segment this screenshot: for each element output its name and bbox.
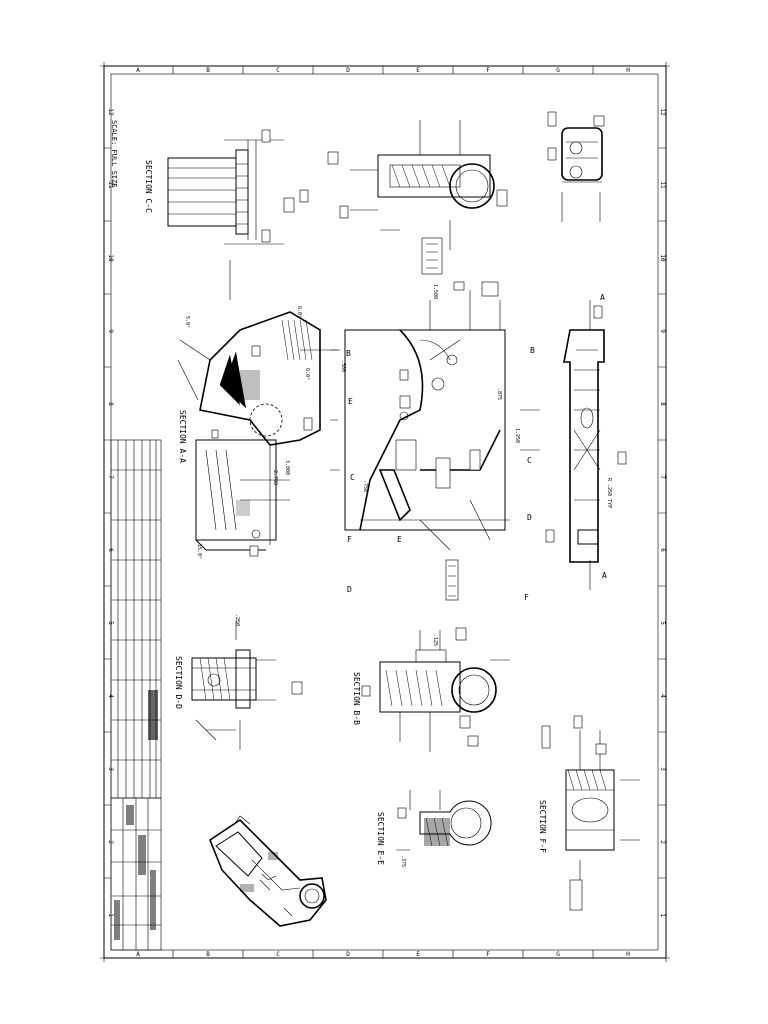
zone-number: 5: [659, 621, 666, 625]
section-ff-view: [541, 715, 640, 911]
zone-numbers-right: 12 11 10 9 8 7 6 5 4 3 2 1: [659, 108, 666, 917]
dim-text: 1.500: [432, 284, 438, 299]
dim-text: 6.0°: [304, 368, 310, 380]
callout-b-left: B: [346, 349, 351, 358]
section-ff-label: SECTION F-F: [538, 800, 547, 853]
zone-number: 9: [659, 329, 666, 333]
section-aa-view: [177, 260, 340, 557]
zone-number: 4: [107, 694, 114, 698]
zone-letter: C: [276, 67, 280, 74]
zone-letter: G: [556, 67, 560, 74]
zone-number: 11: [659, 181, 666, 189]
sheet-border: [100, 62, 670, 962]
section-cc-label: SECTION C-C: [144, 160, 153, 213]
zone-number: 6: [107, 548, 114, 552]
zone-number: 8: [107, 402, 114, 406]
callout-f: F: [524, 593, 529, 602]
zone-letters-bottom: A B C D E F G H: [136, 951, 630, 958]
dim-text: .875: [496, 388, 502, 400]
zone-number: 10: [659, 254, 666, 262]
section-callouts: A A B C D F C E D B E F: [346, 293, 607, 602]
zone-letter: B: [206, 951, 210, 958]
dim-text: 3.000: [284, 460, 290, 475]
section-bb-label: SECTION B-B: [352, 672, 361, 725]
zone-letter: A: [136, 951, 140, 958]
isometric-view: [209, 815, 327, 927]
zone-number: 8: [659, 402, 666, 406]
callout-c-left: C: [350, 473, 355, 482]
zone-number: 2: [107, 840, 114, 844]
dim-text: 1.250: [514, 428, 520, 443]
zone-number: 1: [107, 913, 114, 917]
section-aa-label: SECTION A-A: [178, 410, 187, 463]
dim-text: 5.0°: [184, 316, 190, 328]
dim-text: .500: [340, 360, 346, 372]
title-block: [110, 797, 162, 951]
section-cc-view: [167, 129, 309, 245]
callout-e: E: [397, 535, 402, 544]
zone-number: 5: [107, 621, 114, 625]
zone-letters-top: A B C D E F G H: [136, 67, 630, 74]
zone-letter: B: [206, 67, 210, 74]
zone-number: 4: [659, 694, 666, 698]
callout-a: A: [600, 293, 605, 302]
notes-table: [110, 439, 162, 799]
callout-b: B: [530, 346, 535, 355]
section-ee-label: SECTION E-E: [376, 812, 385, 865]
callout-f-left: F: [347, 535, 352, 544]
zone-number: 9: [107, 329, 114, 333]
callout-c: C: [527, 456, 532, 465]
zone-letter: F: [486, 67, 490, 74]
dim-text: 6.0°: [296, 306, 302, 318]
callout-e-left: E: [348, 397, 353, 406]
zone-letter: H: [626, 951, 630, 958]
zone-letter: C: [276, 951, 280, 958]
zone-number: 11: [107, 181, 114, 189]
zone-letter: E: [416, 951, 420, 958]
top-middle-view: [327, 120, 508, 275]
callout-a: A: [602, 571, 607, 580]
zone-numbers-left: 12 11 10 9 8 7 6 5 4 3 2 1: [107, 108, 114, 917]
zone-letter: D: [346, 67, 350, 74]
section-dd-view: [191, 620, 303, 750]
zone-letter: F: [486, 951, 490, 958]
dim-text: .250: [234, 614, 240, 626]
zone-number: 2: [659, 840, 666, 844]
right-top-view: [545, 300, 627, 590]
section-ee-view: [396, 790, 492, 851]
callout-d-left: D: [347, 585, 352, 594]
zone-number: 10: [107, 254, 114, 262]
zone-number: 12: [107, 108, 114, 116]
dim-text: 2.750: [272, 470, 278, 485]
scale-label: SCALE: FULL SIZE: [110, 120, 118, 187]
section-dd-label: SECTION D-D: [174, 656, 183, 709]
zone-number: 3: [659, 767, 666, 771]
dim-text: .125: [432, 634, 438, 646]
zone-number: 7: [107, 475, 114, 479]
dim-text: 15.0°: [196, 544, 202, 559]
zone-letter: E: [416, 67, 420, 74]
zone-number: 6: [659, 548, 666, 552]
zone-number: 1: [659, 913, 666, 917]
callout-d: D: [527, 513, 532, 522]
top-right-view: [547, 111, 605, 222]
section-bb-view: [361, 627, 510, 752]
zone-letter: G: [556, 951, 560, 958]
zone-number: 3: [107, 767, 114, 771]
zone-number: 12: [659, 108, 666, 116]
zone-letter: D: [346, 951, 350, 958]
dim-text: .750: [362, 480, 368, 492]
dim-text: R .250 TYP: [606, 478, 612, 508]
zone-letter: H: [626, 67, 630, 74]
zone-letter: A: [136, 67, 140, 74]
zone-number: 7: [659, 475, 666, 479]
dimension-labels: .375 1.500 R .250 TYP .500 3.000 2.750 1…: [184, 284, 612, 867]
center-main-view: [330, 281, 540, 601]
dim-text: .375: [400, 855, 406, 867]
